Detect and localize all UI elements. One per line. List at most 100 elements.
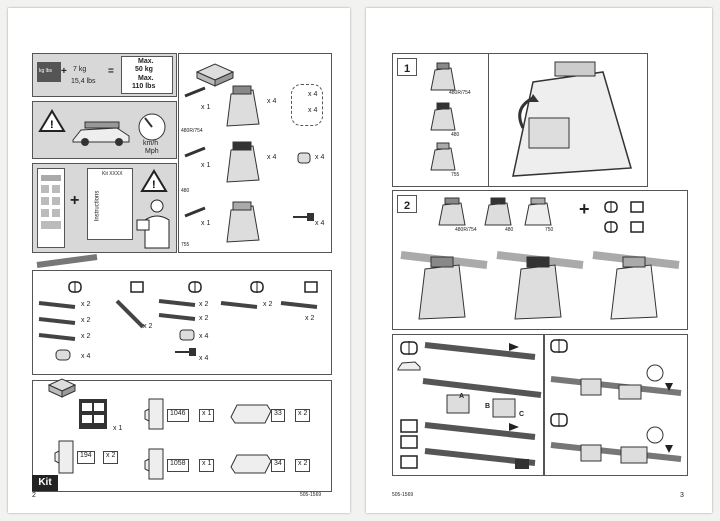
bar-part-icon <box>158 313 196 321</box>
variant-750: 750 <box>545 227 554 233</box>
qty: x 2 <box>143 323 153 330</box>
qty: x 2 <box>263 301 273 308</box>
qty: x 2 <box>199 301 209 308</box>
kit-box-icon <box>47 378 77 398</box>
foot-on-bar-illustration-icon <box>592 251 680 320</box>
pad-detail: x 4 x 4 <box>291 84 323 126</box>
svg-text:!: ! <box>50 119 54 131</box>
foot-rubber-strip-icon <box>184 86 206 98</box>
instructions-panel: + Kit XXXX Instructions ! <box>32 163 177 253</box>
speed-unit-mph: Mph <box>145 148 159 155</box>
plus-sign: + <box>579 199 590 219</box>
qty: x 1 <box>201 220 211 227</box>
qty: x 2 <box>298 460 308 467</box>
weight-unit-box: kg lbs <box>37 62 61 82</box>
bar-illustration-icon <box>424 342 536 360</box>
part-number: 1058 <box>170 460 186 467</box>
bar-part-icon <box>220 301 258 309</box>
bar-part-icon <box>158 299 196 307</box>
foot-variant-icon <box>430 102 456 131</box>
foot-fitting-panel: x 1 x 4 x 4 x 4 480R/754 x 1 x 4 x 4 480… <box>178 53 332 253</box>
qty-box: x 2 <box>295 409 311 422</box>
car-with-load-icon <box>72 121 130 146</box>
parts-box-icon <box>195 63 235 87</box>
max-box: Max. 50 kg Max. 110 lbs <box>121 56 173 94</box>
bar-profile-round-icon <box>550 413 568 427</box>
part-label-33: 33 <box>271 409 285 422</box>
foot-variant-icon <box>438 197 466 226</box>
bar-profile-round-icon <box>400 341 418 355</box>
bar-part-icon <box>38 317 76 325</box>
arrow-label-b: B <box>485 403 491 410</box>
foot-fixing-illustration-icon <box>550 426 682 464</box>
qty: x 1 <box>201 104 211 111</box>
qty: x 2 <box>305 315 315 322</box>
foot-on-bar-illustration-icon <box>400 251 488 320</box>
warning-triangle-icon: ! <box>38 109 66 132</box>
kit-label: Kit XXXX <box>102 171 123 177</box>
person-reading-icon <box>136 199 170 249</box>
qty: x 4 <box>267 154 277 161</box>
bar-profile-round-icon <box>68 281 82 293</box>
bar-profile-square-icon <box>304 281 318 293</box>
qty: x 4 <box>315 220 325 227</box>
speedometer-icon <box>138 113 166 141</box>
variant-480r-754: 480R/754 <box>449 90 471 96</box>
qty: x 1 <box>201 162 211 169</box>
part-label-1058: 1058 <box>167 459 189 472</box>
left-page: kg lbs + 7 kg 15,4 lbs = Max. 50 kg Max.… <box>8 8 350 513</box>
kit-bracket-icon <box>144 398 164 430</box>
step-number: 1 <box>403 63 411 75</box>
kit-bracket-icon <box>54 440 74 474</box>
car-icon <box>397 361 421 371</box>
qty-box: x 1 <box>199 459 215 472</box>
foot-fixing-illustration-icon <box>550 364 682 400</box>
step-1-panel: 1 480R/754 480 755 <box>392 53 490 187</box>
foot-bar-clamp-illustration-icon <box>422 378 542 418</box>
bar-part-icon <box>280 301 318 309</box>
qty-box: x 1 <box>199 409 215 422</box>
step-1-detail-panel <box>488 53 648 187</box>
max-label: Max. <box>138 58 154 65</box>
roof-foot-icon <box>226 201 260 243</box>
qty-box: x 2 <box>103 451 119 464</box>
foot-variant-icon <box>524 197 552 226</box>
bar-profile-round-icon <box>550 339 568 353</box>
qty: x 4 <box>308 91 318 98</box>
speed-warning-panel: ! km/h Mph <box>32 101 177 159</box>
qty: x 4 <box>315 154 325 161</box>
weight-panel: kg lbs + 7 kg 15,4 lbs = Max. 50 kg Max.… <box>32 53 177 97</box>
leaflet-thumbnail <box>37 168 65 248</box>
qty: x 2 <box>81 333 91 340</box>
part-number: 33 <box>274 410 282 417</box>
qty: x 4 <box>199 355 209 362</box>
arrow-label-a: A <box>459 393 465 400</box>
variant-480: 480 <box>451 132 460 138</box>
foot-on-bar-illustration-icon <box>496 251 584 320</box>
instructions-document: Kit XXXX Instructions <box>87 168 133 240</box>
kit-tag: Kit <box>32 475 58 491</box>
foot-fixing-panel <box>544 334 688 476</box>
part-label-34: 34 <box>271 459 285 472</box>
variant-480: 480 <box>505 227 514 233</box>
bar-profile-square-icon <box>130 281 144 293</box>
step-2-panel: 2 480R/754 480 750 + <box>392 190 688 330</box>
clamp-icon <box>179 329 195 341</box>
part-number: 194 <box>80 452 92 459</box>
part-label-194: 194 <box>77 451 95 464</box>
doc-code: 505-1569 <box>300 492 322 498</box>
qty: x 4 <box>308 107 318 114</box>
bar-profile-square-icon <box>400 419 418 433</box>
kit-bracket-icon <box>144 448 164 480</box>
right-page: 1 480R/754 480 755 2 480R/754 480 750 + <box>366 8 712 513</box>
svg-text:!: ! <box>152 179 156 191</box>
variant-755: 755 <box>451 172 460 178</box>
qty-box: x 2 <box>295 459 311 472</box>
bar-part-icon <box>38 333 76 341</box>
qty: x 4 <box>199 333 209 340</box>
step-number-box: 1 <box>397 58 417 76</box>
variant-755: 755 <box>181 242 190 248</box>
kit-tag-text: Kit <box>38 477 52 488</box>
qty: x 4 <box>81 353 91 360</box>
weight-unit-text: kg lbs <box>39 68 53 74</box>
